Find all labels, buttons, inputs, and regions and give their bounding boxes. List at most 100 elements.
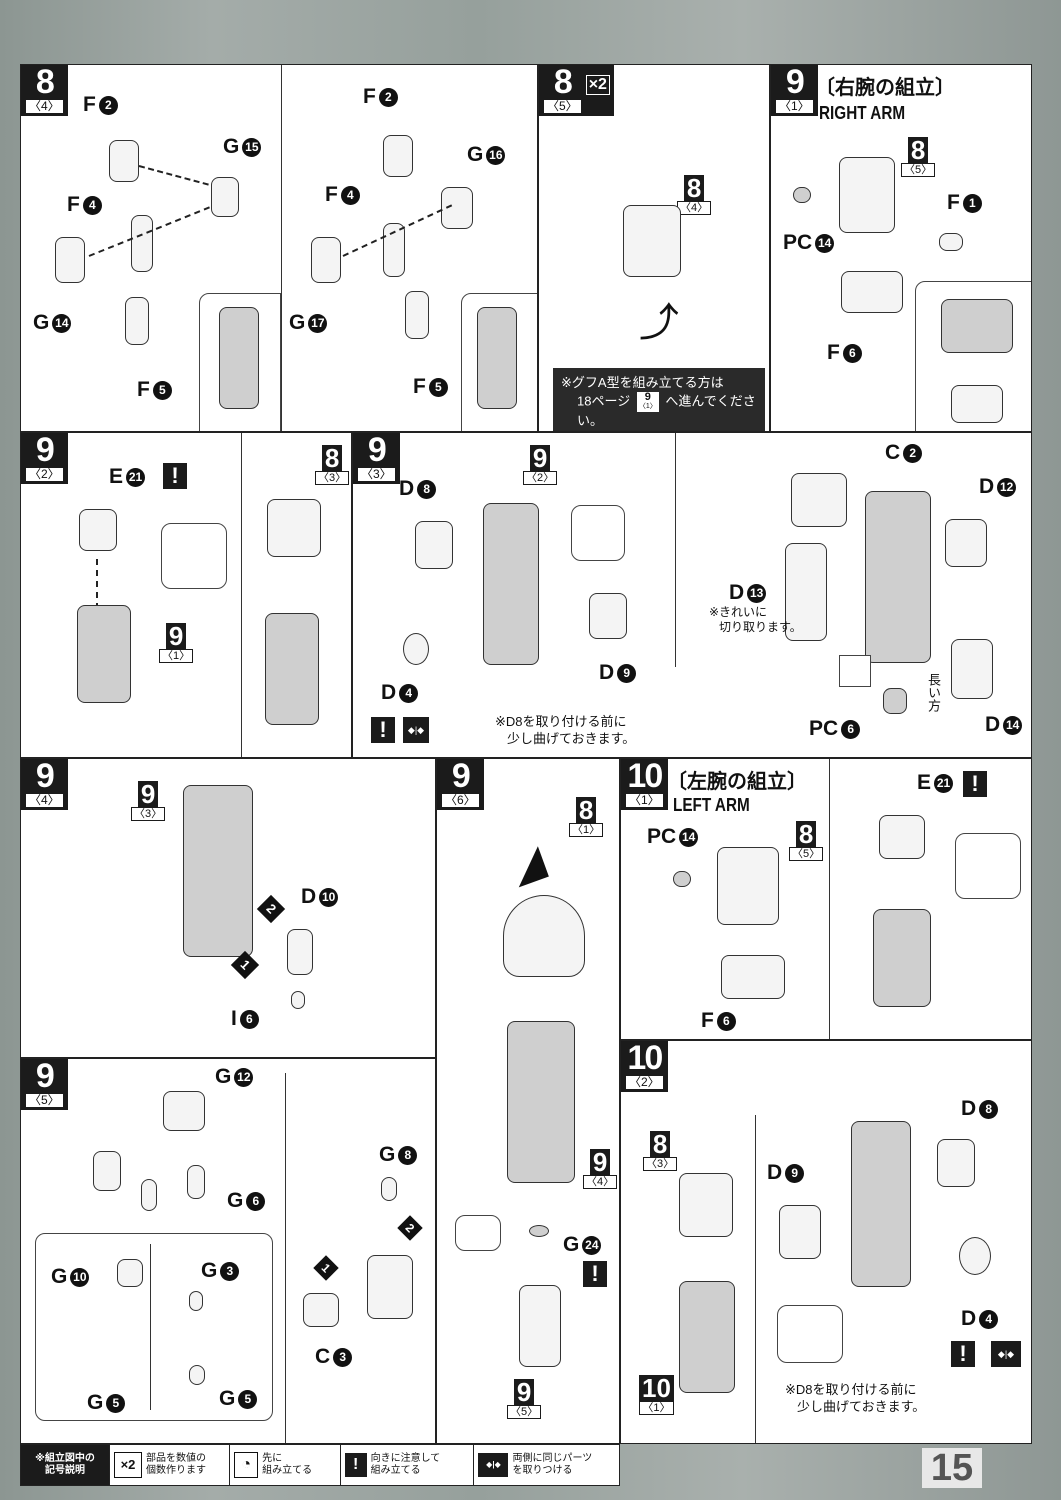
legend-heading: ※組立図中の記号説明 bbox=[21, 1445, 110, 1485]
page-number: 15 bbox=[922, 1448, 982, 1488]
caution-icon: ! bbox=[583, 1261, 607, 1287]
part-g14 bbox=[55, 237, 85, 283]
step-badge: 8 〈5〉 ×2 bbox=[539, 65, 614, 116]
part-g8 bbox=[381, 1177, 397, 1201]
step-number: 9 bbox=[451, 758, 471, 795]
part-e21 bbox=[79, 509, 117, 551]
step-badge: 9 〈3〉 bbox=[353, 433, 400, 484]
step-badge: 9 〈1〉 bbox=[771, 65, 818, 116]
caution-icon: ! bbox=[951, 1341, 975, 1367]
part-f6 bbox=[841, 271, 903, 313]
section-title-jp: 〔右腕の組立〕 bbox=[815, 77, 955, 99]
part-d9 bbox=[779, 1205, 821, 1259]
part-g15 bbox=[211, 177, 239, 217]
spike-icon: ◢ bbox=[503, 835, 551, 892]
step-sub: 〈2〉 bbox=[625, 1075, 664, 1090]
assembly-8-3 bbox=[679, 1173, 733, 1237]
assembly-arrow bbox=[96, 559, 98, 609]
step-number: 9 bbox=[785, 64, 805, 101]
step-badge: 9 〈5〉 bbox=[21, 1059, 68, 1110]
upper-arm-assembly bbox=[865, 491, 931, 663]
caution-icon: ! bbox=[371, 717, 395, 743]
part-d4 bbox=[959, 1237, 991, 1275]
order-marker-2: 2 bbox=[256, 894, 286, 924]
assembled-preview bbox=[477, 307, 517, 409]
part-g10 bbox=[117, 1259, 143, 1287]
assembly-8-5 bbox=[839, 157, 895, 233]
assembly-8-4 bbox=[623, 205, 681, 277]
ref-step-8-3: 8〈3〉 bbox=[315, 445, 350, 485]
assembly-9-2 bbox=[483, 503, 539, 665]
part-f2 bbox=[383, 135, 413, 177]
caution-icon: ! bbox=[963, 771, 987, 797]
part-d8 bbox=[415, 521, 453, 569]
note-line: ※グフA型を組み立てる方は bbox=[561, 375, 724, 390]
assembly-8-3 bbox=[267, 499, 321, 557]
ref-step-8-5: 8〈5〉 bbox=[901, 137, 936, 177]
legend-item-multiply: ×2 部品を数値の個数作ります bbox=[110, 1445, 231, 1485]
caution-icon: ! bbox=[344, 1453, 367, 1477]
assembled-preview bbox=[219, 307, 259, 409]
divider bbox=[675, 433, 676, 667]
assembly-10-1 bbox=[873, 909, 931, 1007]
section-title-en: RIGHT ARM bbox=[819, 103, 906, 123]
bend-note: ※D8を取り付ける前に 少し曲げておきます。 bbox=[495, 714, 636, 746]
part-f5 bbox=[125, 297, 149, 345]
legend-item-caution: ! 向きに注意して組み立てる bbox=[341, 1445, 475, 1485]
shoulder-armor-spiked bbox=[503, 895, 585, 977]
step-sub: 〈1〉 bbox=[625, 793, 664, 808]
part-f4 bbox=[131, 215, 153, 272]
assembly-arrow bbox=[138, 165, 209, 186]
detail-callout bbox=[455, 1215, 501, 1251]
step-sub: 〈3〉 bbox=[357, 467, 396, 482]
legend-item-assemble-first: ◔ 先に組み立てる bbox=[230, 1445, 341, 1485]
divider bbox=[829, 759, 830, 1039]
hand-assembly bbox=[367, 1255, 413, 1319]
part-g3 bbox=[189, 1291, 203, 1311]
part-f4 bbox=[383, 223, 405, 277]
step-sub: 〈5〉 bbox=[543, 99, 582, 114]
note-line: 18ページ 9〈1〉 へ進んでください。 bbox=[577, 391, 756, 429]
step-number: 8 bbox=[35, 64, 55, 101]
part-d8 bbox=[937, 1139, 975, 1187]
part-e21 bbox=[879, 815, 925, 859]
cut-cleanly-note: ※きれいに 切り取ります。 bbox=[709, 605, 802, 634]
detail-callout bbox=[571, 505, 625, 561]
part-g17 bbox=[311, 237, 341, 283]
divider bbox=[281, 65, 282, 431]
symbol-legend: ※組立図中の記号説明 ×2 部品を数値の個数作ります ◔ 先に組み立てる ! 向… bbox=[20, 1444, 620, 1486]
step-8-5-panel: 8 〈5〉 ×2 8〈4〉 ⤴ ※グフA型を組み立てる方は 18ページ 9〈1〉… bbox=[538, 64, 770, 432]
ref-step-9-1: 9〈1〉 bbox=[159, 623, 194, 663]
assembly-10-1 bbox=[679, 1281, 735, 1393]
forearm-assembly bbox=[183, 785, 253, 957]
caution-icon: ! bbox=[163, 463, 187, 489]
part-f2 bbox=[109, 140, 139, 182]
step-sub: 〈4〉 bbox=[25, 99, 64, 114]
ref-step-9-2: 9〈2〉 bbox=[523, 445, 558, 485]
ref-step-8-3: 8〈3〉 bbox=[643, 1131, 678, 1171]
step-badge: 10 〈2〉 bbox=[621, 1041, 668, 1092]
ref-step-9-3: 9〈3〉 bbox=[131, 781, 166, 821]
divider bbox=[285, 1073, 286, 1443]
part-g24 bbox=[529, 1225, 549, 1237]
detail-callout bbox=[161, 523, 227, 589]
